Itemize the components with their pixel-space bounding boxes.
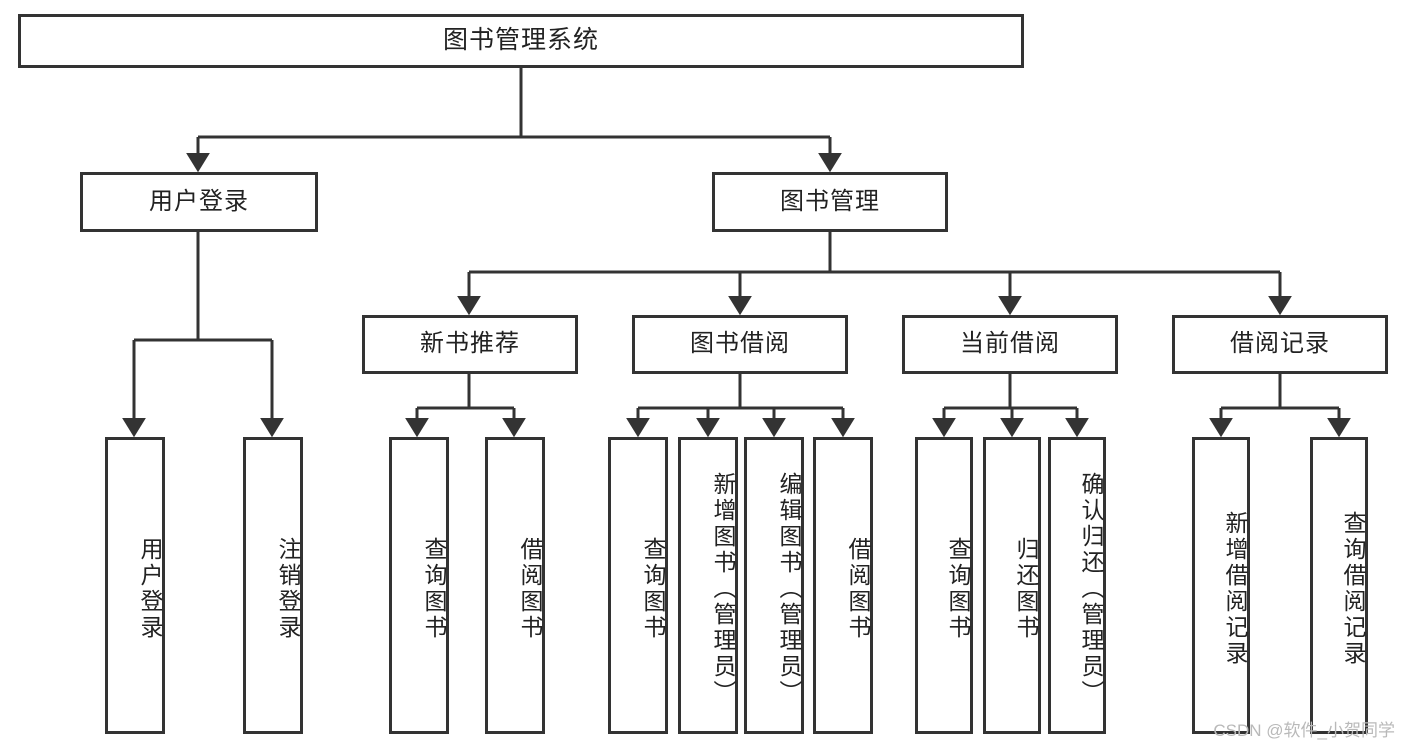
leaf-add-borrow-record[interactable]: 新增借阅记录 (1192, 437, 1250, 734)
leaf-edit-book-admin[interactable]: 编辑图书（管理员） (744, 437, 804, 734)
node-current-borrow[interactable]: 当前借阅 (902, 315, 1118, 374)
csdn-watermark: CSDN @软件_小贺同学 (1213, 721, 1395, 740)
leaf-query-borrow-record[interactable]: 查询借阅记录 (1310, 437, 1368, 734)
leaf-logout-login[interactable]: 注销登录 (243, 437, 303, 734)
leaf-query-book-borrow[interactable]: 查询图书 (608, 437, 668, 734)
node-root-system[interactable]: 图书管理系统 (18, 14, 1024, 68)
node-book-management[interactable]: 图书管理 (712, 172, 948, 232)
node-new-book-recommend[interactable]: 新书推荐 (362, 315, 578, 374)
node-borrow-record[interactable]: 借阅记录 (1172, 315, 1388, 374)
node-book-borrow[interactable]: 图书借阅 (632, 315, 848, 374)
leaf-return-book[interactable]: 归还图书 (983, 437, 1041, 734)
leaf-user-login[interactable]: 用户登录 (105, 437, 165, 734)
leaf-borrow-book[interactable]: 借阅图书 (813, 437, 873, 734)
leaf-borrow-book-new[interactable]: 借阅图书 (485, 437, 545, 734)
leaf-query-book-new[interactable]: 查询图书 (389, 437, 449, 734)
leaf-add-book-admin[interactable]: 新增图书（管理员） (678, 437, 738, 734)
leaf-confirm-return-admin[interactable]: 确认归还（管理员） (1048, 437, 1106, 734)
leaf-query-book-current[interactable]: 查询图书 (915, 437, 973, 734)
node-user-login[interactable]: 用户登录 (80, 172, 318, 232)
